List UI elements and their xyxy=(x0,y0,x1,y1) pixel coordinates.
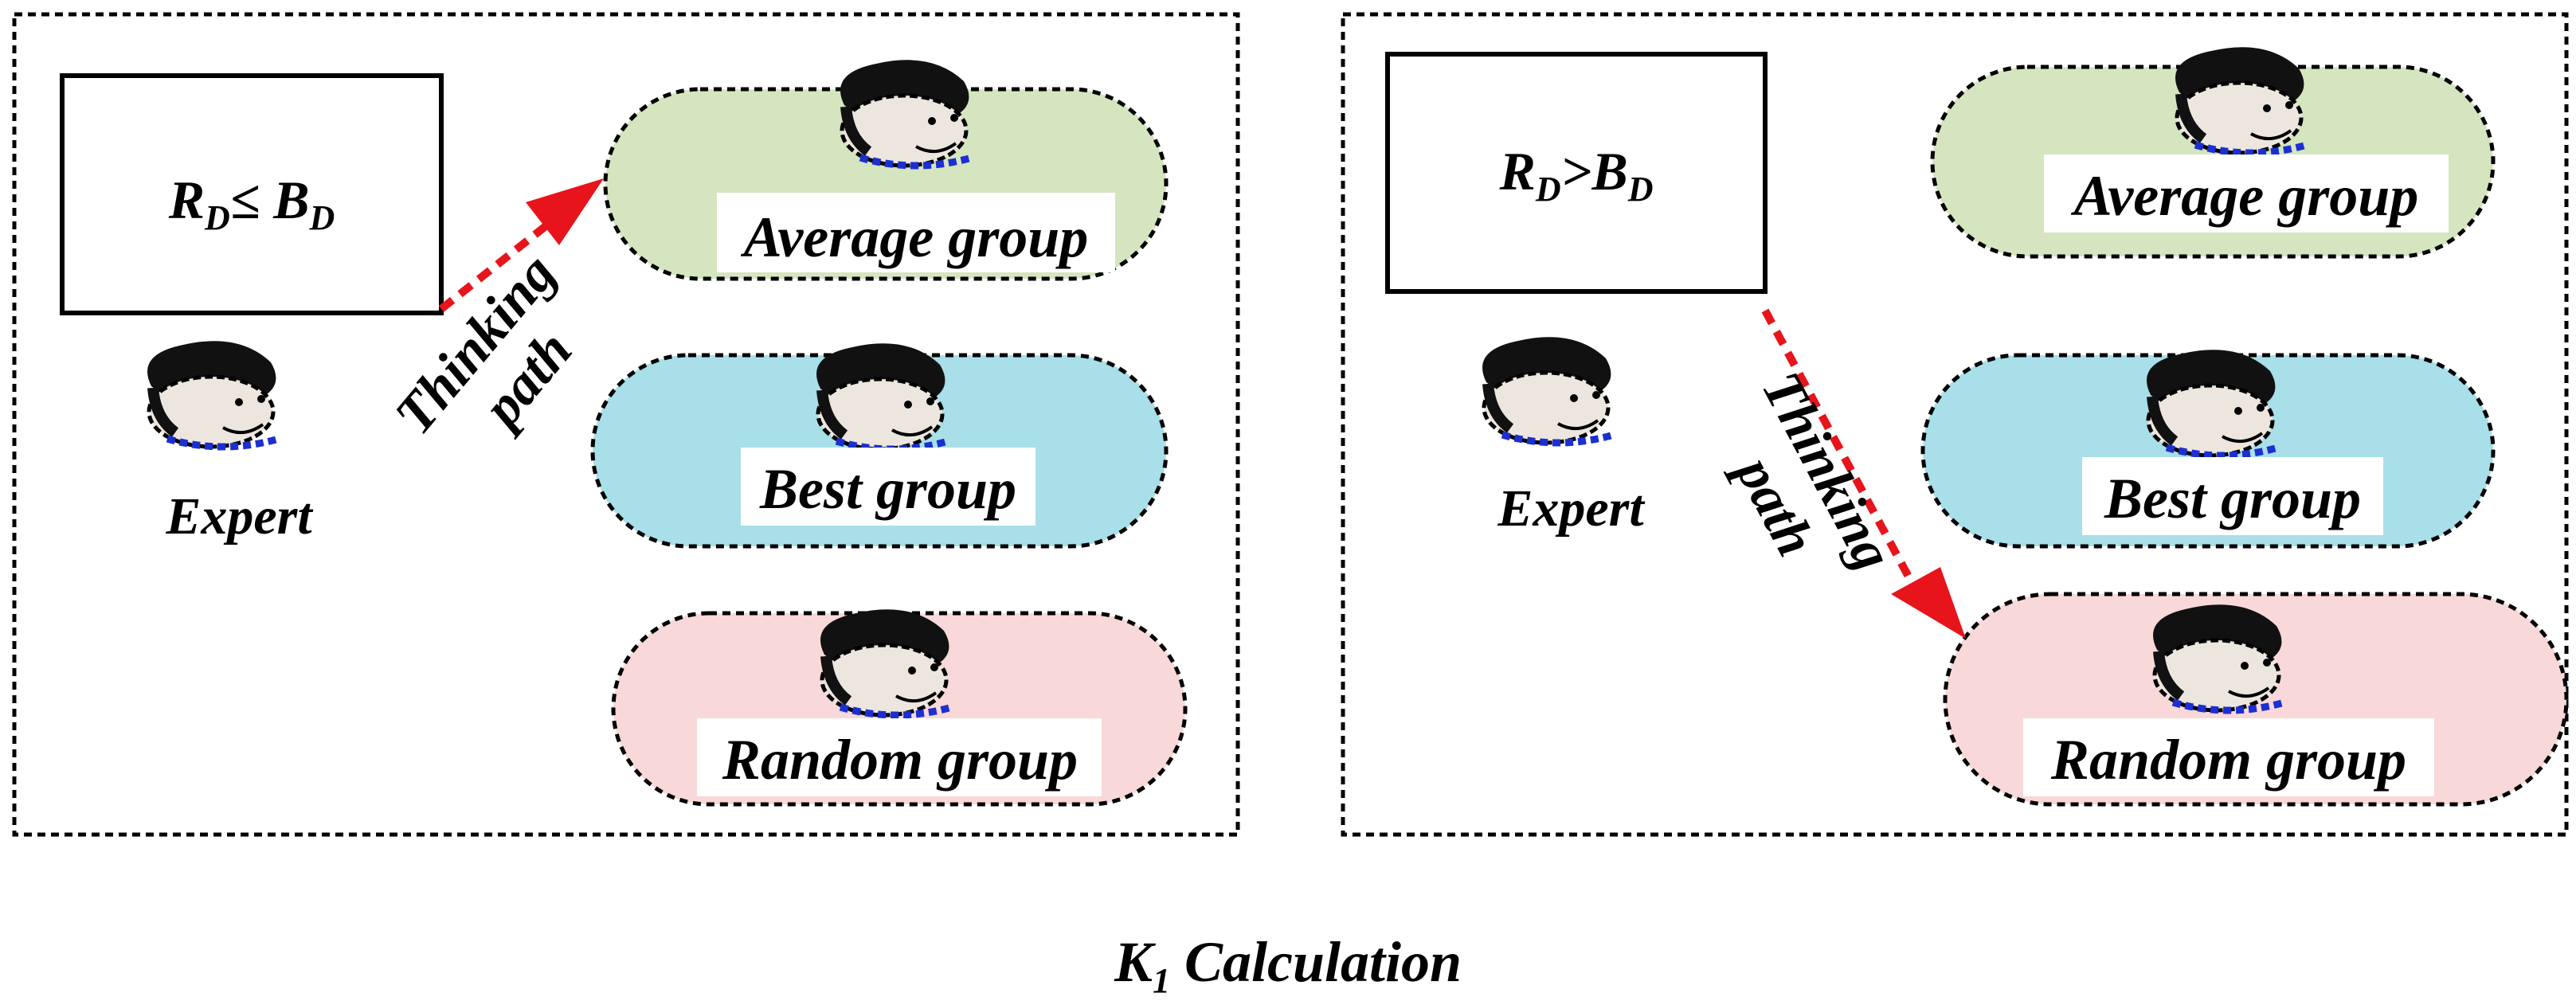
panel-left-frame xyxy=(12,12,1240,837)
panel-right-frame xyxy=(1341,12,2569,837)
thinking-path-label-right: Thinking path xyxy=(1695,362,1911,621)
best-group-icon xyxy=(816,343,948,449)
best-group-icon xyxy=(2147,350,2278,456)
panel-left: RD≤ BD Expert Average group Best group R… xyxy=(12,12,1240,837)
thinking-path-arrow-right xyxy=(1761,308,1912,579)
figure-caption: K1 Calculation xyxy=(1114,930,1462,1000)
arrowhead-left xyxy=(526,178,604,245)
random-group-label-right: Random group xyxy=(2050,728,2406,792)
arrowhead-right xyxy=(1891,567,1966,639)
random-group-icon xyxy=(820,609,952,715)
condition-box-right xyxy=(1385,52,1768,294)
panel-right: RD>BD Expert Average group Best group Ra… xyxy=(1341,12,2569,837)
condition-box-left xyxy=(60,73,444,315)
random-group-label-left: Random group xyxy=(722,728,1078,792)
average-group-icon xyxy=(840,60,972,166)
average-group-label-left: Average group xyxy=(741,205,1089,269)
random-group-icon xyxy=(2153,604,2284,710)
expert-label-left: Expert xyxy=(165,487,313,546)
average-group-icon xyxy=(2175,47,2307,153)
best-group-label-right: Best group xyxy=(2104,467,2361,530)
expert-icon xyxy=(147,341,279,447)
expert-icon xyxy=(1482,337,1614,443)
average-group-label-right: Average group xyxy=(2071,164,2419,228)
condition-text-left: RD≤ BD xyxy=(168,170,335,237)
condition-text-right: RD>BD xyxy=(1498,141,1653,209)
best-group-label-left: Best group xyxy=(759,457,1016,521)
expert-label-right: Expert xyxy=(1497,479,1645,538)
